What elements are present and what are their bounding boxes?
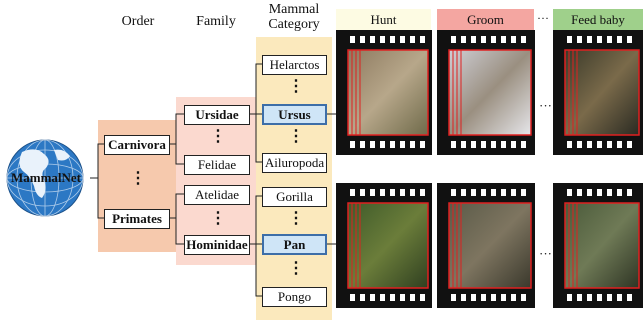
- family-dots-2: ⋮: [210, 214, 224, 224]
- order-primates: Primates: [104, 209, 170, 229]
- film-hunt-chimp: [336, 183, 432, 308]
- film-feed-bear: [553, 30, 643, 155]
- film-hunt-bear: [336, 30, 432, 155]
- family-hominidae: Hominidae: [184, 235, 250, 255]
- film-groom-bear: [437, 30, 535, 155]
- film-feed-chimp: [553, 183, 643, 308]
- family-ursidae: Ursidae: [184, 105, 250, 125]
- family-atelidae: Atelidae: [184, 185, 250, 205]
- category-dots-3: ⋮: [288, 214, 302, 224]
- category-ursus: Ursus: [262, 104, 327, 125]
- order-carnivora: Carnivora: [104, 135, 170, 155]
- category-pan: Pan: [262, 234, 327, 255]
- category-dots-1: ⋮: [288, 82, 302, 92]
- root-label: MammalNet: [10, 170, 82, 186]
- order-dots: ⋮: [130, 174, 144, 184]
- category-gorilla: Gorilla: [262, 187, 327, 207]
- family-felidae: Felidae: [184, 155, 250, 175]
- family-dots-1: ⋮: [210, 132, 224, 142]
- category-pongo: Pongo: [262, 287, 327, 307]
- category-dots-2: ⋮: [288, 132, 302, 142]
- row-ellipsis-top: ···: [539, 98, 552, 114]
- film-groom-chimp: [437, 183, 535, 308]
- category-ailuropoda: Ailuropoda: [262, 153, 327, 173]
- category-helarctos: Helarctos: [262, 55, 327, 75]
- category-dots-4: ⋮: [288, 264, 302, 274]
- row-ellipsis-bottom: ···: [539, 246, 552, 262]
